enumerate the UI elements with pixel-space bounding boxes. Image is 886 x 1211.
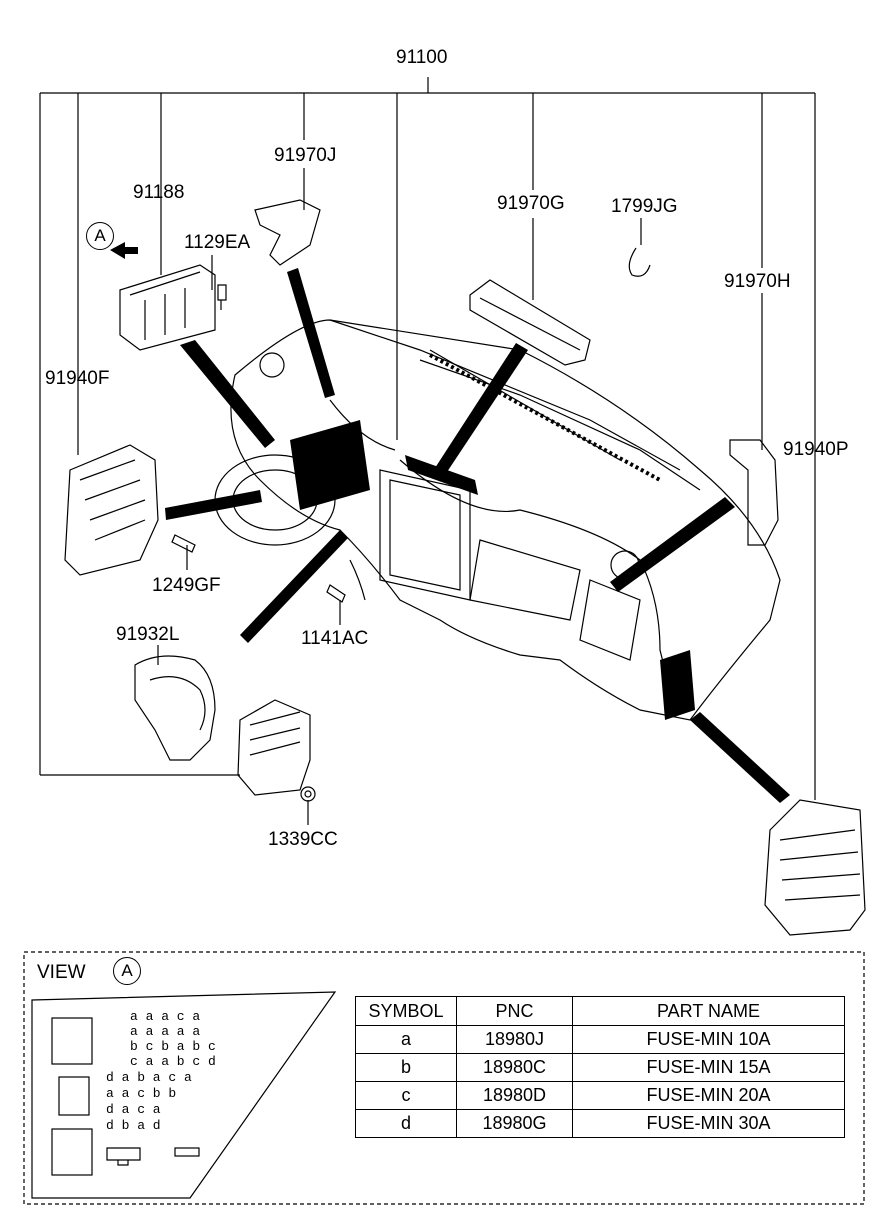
cell-part-name: FUSE-MIN 30A [572, 1109, 845, 1138]
table-row: a 18980J FUSE-MIN 10A [355, 1025, 845, 1054]
table-row: d 18980G FUSE-MIN 30A [355, 1109, 845, 1138]
callout-91970H: 91970H [724, 271, 791, 292]
cell-symbol: b [355, 1053, 457, 1082]
fuse-table: SYMBOL PNC PART NAME a 18980J FUSE-MIN 1… [355, 996, 845, 1138]
cell-part-name: FUSE-MIN 15A [572, 1053, 845, 1082]
pointer-wedge [610, 497, 735, 592]
part-1799JG [628, 247, 651, 277]
fuse-row: d a b a c a [106, 1070, 192, 1085]
part-fuse-box [237, 699, 311, 796]
cell-part-name: FUSE-MIN 20A [572, 1081, 845, 1110]
label-main-part: 91100 [396, 47, 448, 68]
part-91188 [119, 264, 216, 351]
callout-91970J: 91970J [274, 145, 337, 166]
cell-pnc: 18980C [456, 1053, 573, 1082]
part-91940F [64, 444, 159, 576]
cell-pnc: 18980D [456, 1081, 573, 1110]
part-91970G [469, 279, 591, 366]
cell-pnc: 18980G [456, 1109, 573, 1138]
fuse-row: b c b a b c [130, 1039, 216, 1054]
fuse-row: a a a c a [130, 1009, 201, 1024]
pointer-wedge [180, 340, 275, 448]
callout-91940P: 91940P [783, 439, 849, 460]
cell-symbol: a [355, 1025, 457, 1054]
callout-91932L: 91932L [116, 624, 180, 645]
pointer-wedge [435, 343, 528, 475]
fuse-row: d a c a [106, 1102, 161, 1117]
view-title-marker: A [113, 957, 141, 985]
part-91970J [254, 199, 321, 266]
fuse-row: c a a b c d [130, 1054, 216, 1069]
callout-1141AC: 1141AC [301, 628, 369, 649]
cell-symbol: c [355, 1081, 457, 1110]
arrow-a [110, 242, 138, 259]
cell-pnc: 18980J [456, 1025, 573, 1054]
table-row: b 18980C FUSE-MIN 15A [355, 1053, 845, 1082]
dashboard-outline [230, 319, 781, 721]
fuse-panel-outline [31, 991, 337, 1199]
header-symbol: SYMBOL [355, 996, 457, 1026]
cell-part-name: FUSE-MIN 10A [572, 1025, 845, 1054]
fuse-row: a a c b b [106, 1086, 177, 1101]
pointer-wedge [240, 530, 348, 643]
callout-91940F: 91940F [45, 368, 110, 389]
pointer-wedge [690, 712, 790, 803]
callout-1339CC: 1339CC [268, 829, 338, 850]
view-marker-circle: A [86, 222, 114, 250]
part-91970H [729, 439, 779, 546]
fuse-row: a a a a a [130, 1024, 201, 1039]
part-91940P [764, 799, 866, 936]
table-row: c 18980D FUSE-MIN 20A [355, 1081, 845, 1110]
header-part-name: PART NAME [572, 996, 845, 1026]
view-title: VIEW [37, 962, 86, 983]
fuse-row: d b a d [106, 1118, 161, 1133]
callout-91188: 91188 [133, 182, 185, 203]
header-pnc: PNC [456, 996, 573, 1026]
view-frame [23, 951, 865, 1205]
cell-symbol: d [355, 1109, 457, 1138]
callout-1799JG: 1799JG [611, 196, 678, 217]
pointer-wedge [165, 490, 262, 520]
callout-1249GF: 1249GF [152, 575, 221, 596]
part-91932L [134, 655, 216, 761]
pointer-wedge [287, 268, 335, 398]
table-header-row: SYMBOL PNC PART NAME [355, 996, 845, 1026]
callout-91970G: 91970G [497, 193, 565, 214]
callout-1129EA: 1129EA [184, 232, 251, 253]
